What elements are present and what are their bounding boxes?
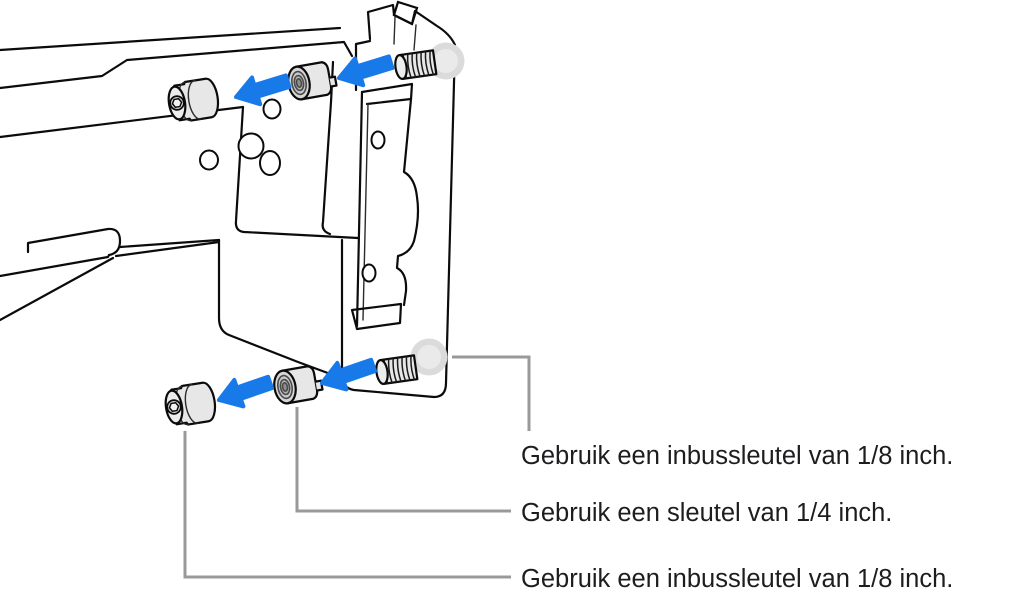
rail-lower-tab (0, 227, 122, 278)
rail-hole-2 (237, 132, 265, 160)
hex-screw-bottom (164, 381, 217, 426)
left-arrow-icon-bottom-outer (320, 357, 378, 392)
callout-label-top: Gebruik een inbussleutel van 1/8 inch. (521, 442, 953, 470)
hex-socket-hexagon (171, 97, 183, 109)
threaded-screw-top (394, 49, 438, 81)
channel-hole-top (370, 130, 386, 150)
left-arrow-icon-top-outer (337, 54, 395, 88)
rail-plate-right-fold (321, 60, 335, 236)
bracket-tab-base-left (393, 16, 396, 45)
rail-assembly (0, 26, 360, 381)
channel-bottom-flange (350, 302, 403, 331)
channel-right-edge (395, 97, 420, 307)
screw-flange-bottom-inner (417, 345, 441, 369)
threaded-screw-bottom (375, 354, 419, 386)
callout-label-middle: Gebruik een sleutel van 1/4 inch. (521, 499, 892, 527)
rail-plate-mid-fold (234, 105, 360, 240)
rail-plate-bottom-step (217, 238, 346, 381)
hex-socket-hexagon (168, 401, 180, 413)
rail-hole-4 (259, 150, 281, 176)
callout-leaders (183, 355, 531, 579)
screw-flange-top-inner (434, 49, 458, 73)
rail-plate-bottom-edge-a (118, 238, 221, 249)
left-arrow-icon-top-inner (234, 73, 292, 107)
fastener-row-bottom (164, 338, 448, 426)
channel-hole-bottom (361, 263, 377, 283)
rail-hole-1 (262, 98, 282, 120)
bracket-tab-base-right (413, 24, 417, 51)
leader-line-bottom (183, 431, 511, 579)
rail-plate-bottom-edge-b (114, 240, 221, 258)
left-arrow-icon-bottom-inner (217, 374, 275, 409)
channel-top-flange (360, 82, 414, 106)
rail-top-edge (0, 26, 342, 52)
hex-screw-top (167, 77, 220, 122)
rail-hole-3 (199, 149, 219, 171)
rail-band-lower-edge (0, 40, 354, 90)
channel-left-edge (355, 90, 364, 328)
channel-inner-wall (362, 103, 369, 321)
rail-lower-wedge-edge (0, 256, 115, 322)
bracket-channel (350, 82, 420, 331)
leader-line-middle (295, 407, 511, 513)
standoff-top (287, 61, 338, 101)
callout-labels: Gebruik een inbussleutel van 1/8 inch. G… (521, 442, 953, 593)
leader-line-top (452, 355, 531, 431)
callout-label-bottom: Gebruik een inbussleutel van 1/8 inch. (521, 565, 953, 593)
fastener-row-top (167, 42, 465, 122)
standoff-bottom (273, 365, 324, 405)
